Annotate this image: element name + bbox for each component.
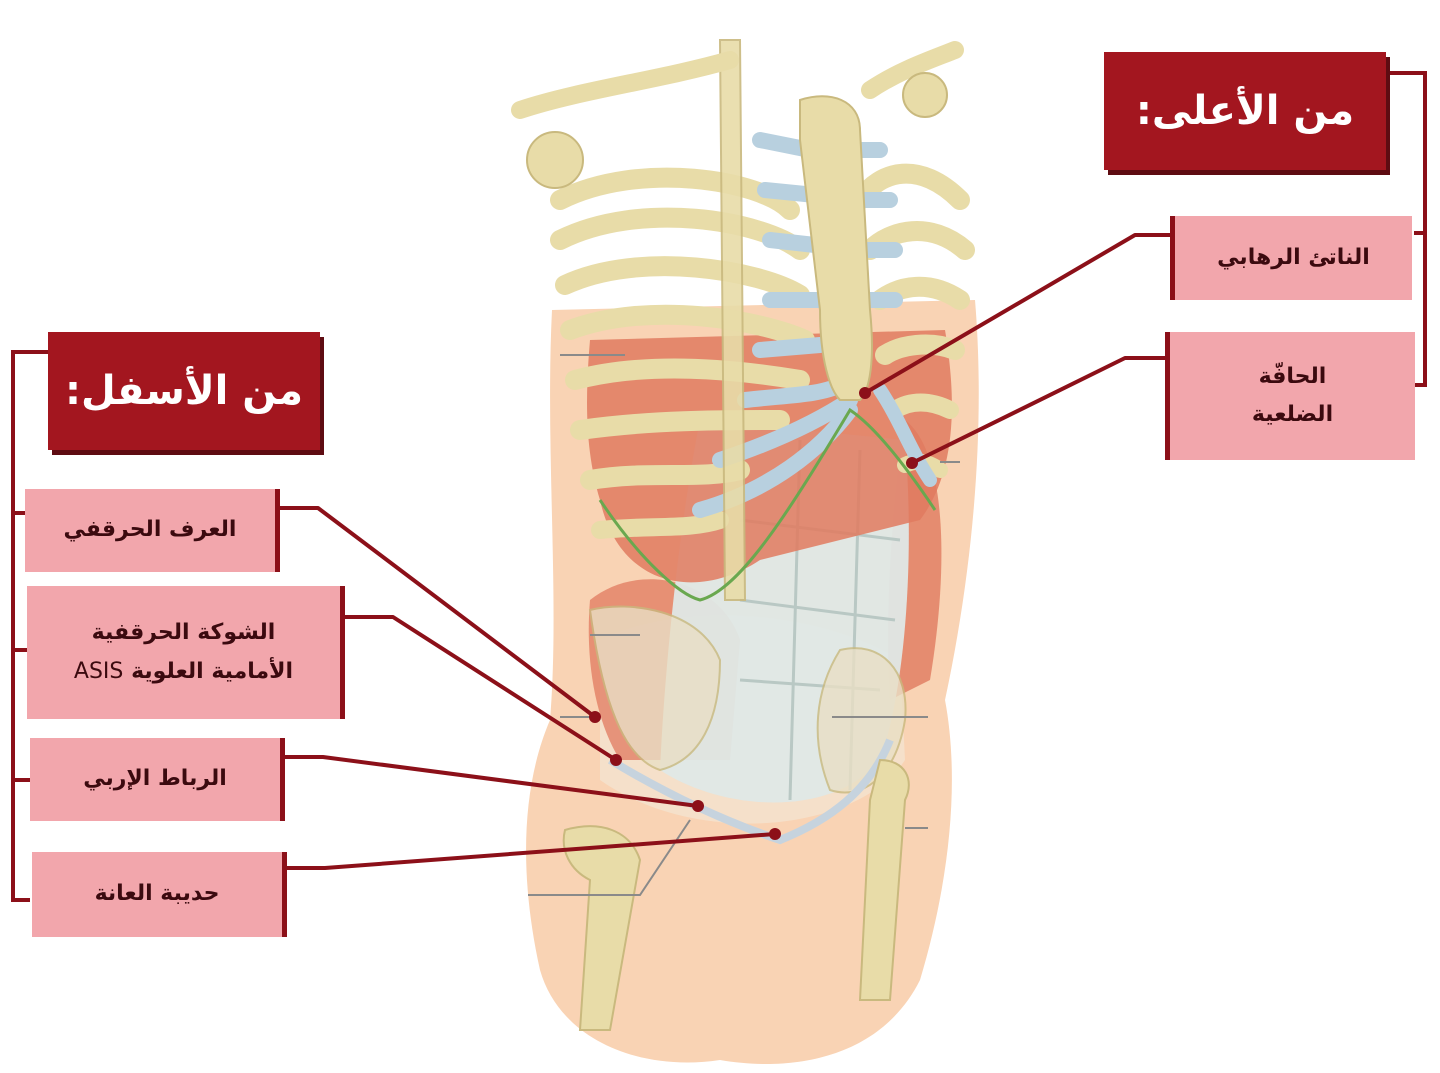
label-inguinal-ligament: الرباط الإربي	[30, 738, 285, 821]
label-iliac-crest: العرف الحرقفي	[25, 489, 280, 572]
header-from-below: من الأسفل:	[48, 332, 320, 450]
header-from-above: من الأعلى:	[1104, 52, 1386, 170]
label-xiphoid-text: الناتئ الرهابي	[1217, 239, 1370, 278]
label-costal-margin-line1: الحافّة	[1259, 358, 1327, 397]
label-asis: الشوكة الحرقفية الأمامية العلوية ASIS	[27, 586, 345, 719]
label-pubic-tubercle-text: حديبة العانة	[95, 875, 220, 914]
label-xiphoid-process: الناتئ الرهابي	[1170, 216, 1412, 300]
clavicle-left	[520, 60, 730, 110]
shoulder-left	[527, 132, 583, 188]
label-inguinal-ligament-text: الرباط الإربي	[83, 760, 227, 799]
label-asis-line2-text: الأمامية العلوية	[131, 659, 293, 684]
label-iliac-crest-text: العرف الحرقفي	[64, 511, 237, 550]
shoulder-right	[903, 73, 947, 117]
label-asis-abbrev: ASIS	[74, 659, 123, 684]
label-asis-line2: الأمامية العلوية ASIS	[74, 653, 293, 692]
spine	[720, 40, 745, 600]
label-costal-margin-line2: الضلعية	[1252, 396, 1333, 435]
label-costal-margin: الحافّة الضلعية	[1165, 332, 1415, 460]
label-pubic-tubercle: حديبة العانة	[32, 852, 287, 937]
label-asis-line1: الشوكة الحرقفية	[92, 614, 276, 653]
